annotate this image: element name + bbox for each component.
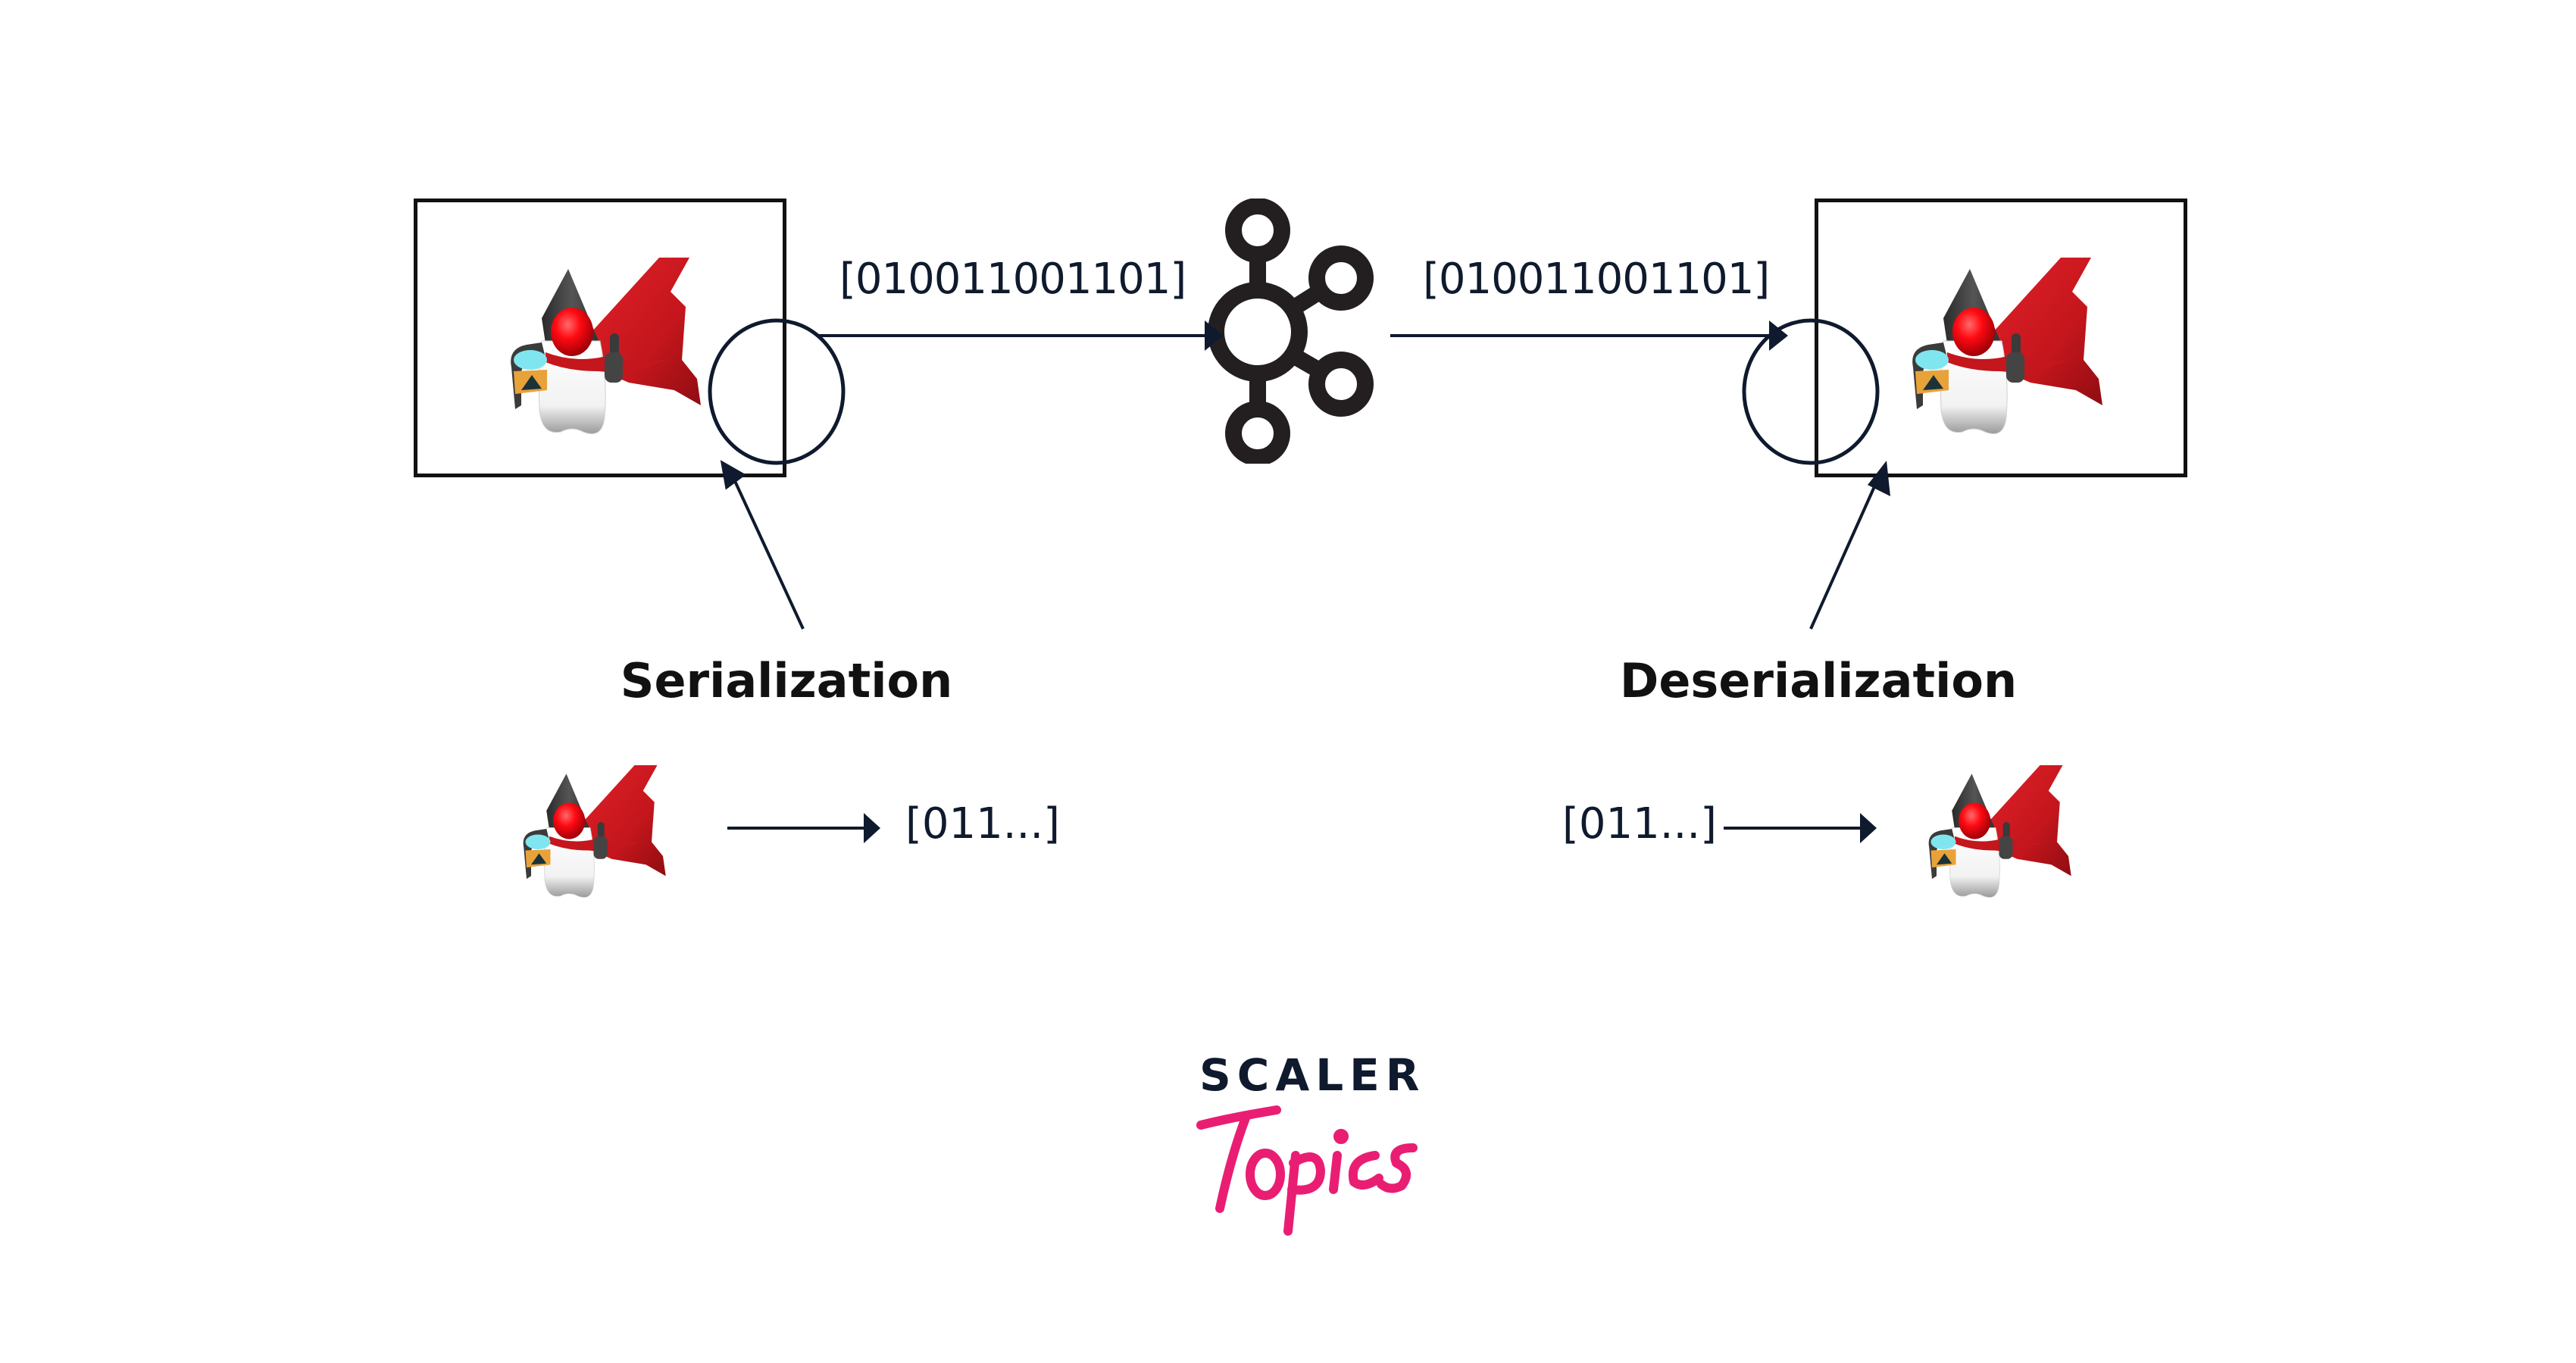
arrowhead-deserialize-example bbox=[1860, 813, 1877, 843]
duke-mascot-serialize-example bbox=[462, 742, 705, 913]
logo-topics-script bbox=[1196, 1105, 1418, 1236]
pointer-deserialization bbox=[1809, 484, 1877, 630]
arrowhead-serialize-example bbox=[864, 813, 880, 843]
logo-scaler-text: SCALER bbox=[1199, 1049, 1426, 1101]
pointer-deserialization-head bbox=[1868, 461, 1890, 496]
serialization-title: Serialization bbox=[620, 653, 953, 708]
pointer-serialization-head bbox=[720, 460, 746, 490]
pointer-serialization bbox=[733, 480, 805, 630]
deserialization-highlight-circle bbox=[1742, 318, 1880, 465]
binary-payload-right: [010011001101] bbox=[1423, 255, 1770, 304]
deserialization-title: Deserialization bbox=[1619, 653, 2018, 708]
arrowhead-producer-to-kafka bbox=[1205, 320, 1224, 351]
deserialize-example-input: [011...] bbox=[1562, 799, 1717, 849]
duke-mascot-deserialize-example bbox=[1868, 742, 2110, 913]
serialize-example-output: [011...] bbox=[905, 799, 1060, 849]
binary-payload-left: [010011001101] bbox=[839, 255, 1186, 304]
scaler-topics-logo: SCALER bbox=[1186, 1042, 1428, 1239]
serialization-highlight-circle bbox=[708, 318, 846, 465]
arrowhead-kafka-to-consumer bbox=[1769, 320, 1788, 351]
